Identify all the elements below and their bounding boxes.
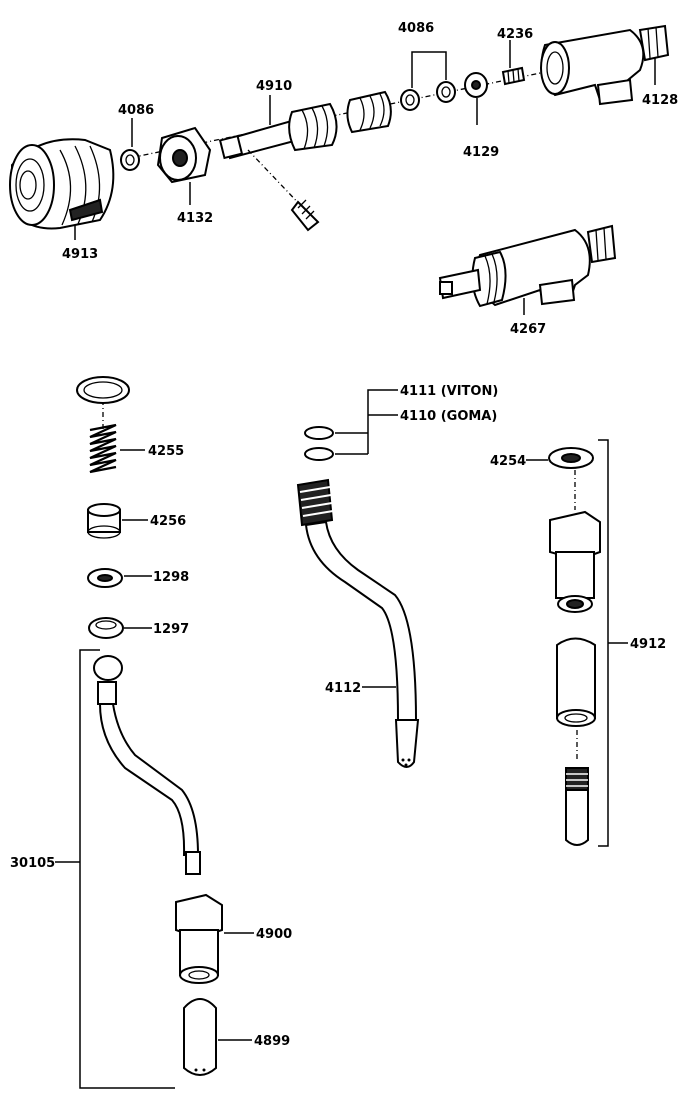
- label-4913: 4913: [62, 247, 98, 262]
- washer-4086-left: [120, 149, 140, 171]
- label-4256: 4256: [150, 514, 186, 529]
- spindle-4910: [218, 102, 338, 160]
- washer-4086-right-2: [436, 81, 456, 103]
- ring-top: [76, 376, 130, 404]
- screw-4236: [501, 66, 526, 86]
- label-4910: 4910: [256, 79, 292, 94]
- washer-4086-right-1: [400, 89, 420, 111]
- label-4900: 4900: [256, 927, 292, 942]
- label-1297: 1297: [153, 622, 189, 637]
- sleeve: [556, 637, 596, 727]
- label-4255: 4255: [148, 444, 184, 459]
- bracket-30105: [79, 649, 175, 1089]
- bushing-4256: [87, 503, 121, 539]
- oring-4110: [304, 447, 334, 461]
- spring-cage: [346, 90, 392, 134]
- washer-1298: [87, 568, 123, 588]
- label-4110: 4110 (GOMA): [400, 409, 497, 424]
- valve-body-4128: [540, 24, 670, 106]
- valve-assembly-4267: [438, 224, 617, 308]
- nut-4132: [156, 126, 212, 184]
- washer-1297: [88, 617, 124, 639]
- label-30105: 30105: [10, 856, 55, 871]
- steam-wand-30105: [93, 655, 201, 875]
- seal-4129: [464, 72, 488, 98]
- label-4236: 4236: [497, 27, 533, 42]
- nut-4900: [175, 893, 223, 984]
- oring-4111: [304, 426, 334, 440]
- label-4112: 4112: [325, 681, 361, 696]
- knob-4913: [9, 138, 115, 230]
- label-4912: 4912: [630, 637, 666, 652]
- label-4899: 4899: [254, 1034, 290, 1049]
- label-4129: 4129: [463, 145, 499, 160]
- leader-4111-4110: [335, 389, 398, 455]
- washer-4254: [548, 447, 594, 469]
- label-4132: 4132: [177, 211, 213, 226]
- steam-tube-4112: [296, 478, 420, 768]
- screw-lower: [290, 199, 320, 232]
- tip-threaded: [565, 767, 589, 846]
- label-4111: 4111 (VITON): [400, 384, 498, 399]
- leader-4086b: [411, 51, 447, 88]
- label-4086a: 4086: [118, 103, 154, 118]
- label-1298: 1298: [153, 570, 189, 585]
- tip-4899: [183, 998, 217, 1076]
- label-4086b: 4086: [398, 21, 434, 36]
- screw-axis-line: [247, 149, 306, 211]
- bracket-4912: [598, 439, 609, 847]
- label-4254: 4254: [490, 454, 526, 469]
- nut-upper: [549, 510, 601, 613]
- label-4128: 4128: [642, 93, 678, 108]
- label-4267: 4267: [510, 322, 546, 337]
- spring-4255: [89, 423, 117, 474]
